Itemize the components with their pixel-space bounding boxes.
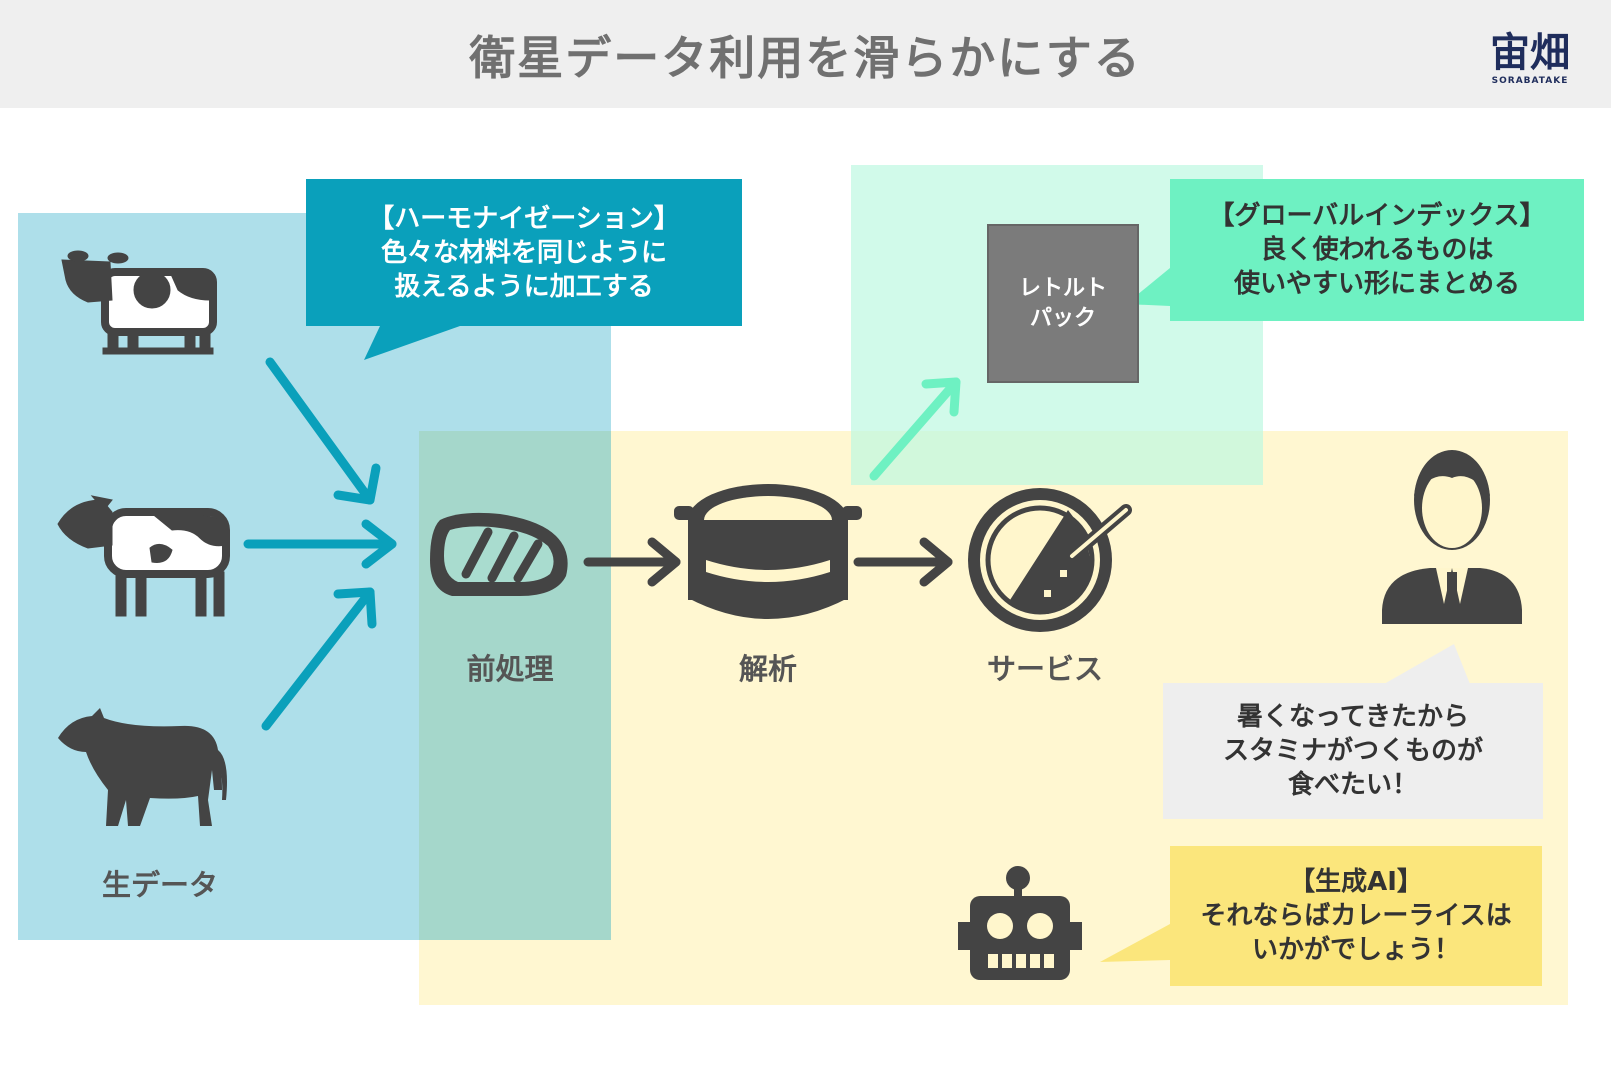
cow-icon-3 xyxy=(58,708,227,826)
header-bar xyxy=(0,0,1611,108)
harmonize-arrows xyxy=(243,357,397,731)
logo-subtext: SORABATAKE xyxy=(1491,76,1569,86)
user-bubble-tail xyxy=(1384,644,1470,684)
global-index-arrow xyxy=(869,377,961,481)
sorabatake-logo: 宙畑 SORABATAKE xyxy=(1480,20,1580,90)
retort-pack-box: レトルト パック xyxy=(987,224,1139,383)
person-icon xyxy=(1382,450,1522,624)
robot-icon xyxy=(958,866,1082,980)
curry-plate-icon xyxy=(968,488,1132,632)
pot-icon xyxy=(674,484,862,619)
cow-icon-2 xyxy=(57,495,230,617)
genai-bubble: 【生成AI】 それならばカレーライスは いかがでしょう！ xyxy=(1170,846,1542,986)
flow-arrows xyxy=(583,537,953,587)
logo-text: 宙畑 xyxy=(1490,30,1570,76)
page-title: 衛星データ利用を滑らかにする xyxy=(469,31,1142,85)
preprocess-overlap-region xyxy=(419,431,611,940)
analysis-label: 解析 xyxy=(738,652,797,686)
preprocess-label: 前処理 xyxy=(466,652,554,686)
harmonization-bubble: 【ハーモナイゼーション】 色々な材料を同じように 扱えるように加工する xyxy=(306,179,742,326)
user-request-bubble: 暑くなってきたから スタミナがつくものが 食べたい！ xyxy=(1163,683,1543,819)
global-index-bubble: 【グローバルインデックス】 良く使われるものは 使いやすい形にまとめる xyxy=(1170,179,1584,321)
service-label: サービス xyxy=(986,652,1103,686)
raw-data-label: 生データ xyxy=(101,868,218,902)
ai-bubble-tail xyxy=(1100,924,1170,962)
meat-icon xyxy=(430,512,568,596)
harmonization-bubble-tail xyxy=(364,326,460,360)
cow-icon-1 xyxy=(61,250,217,355)
